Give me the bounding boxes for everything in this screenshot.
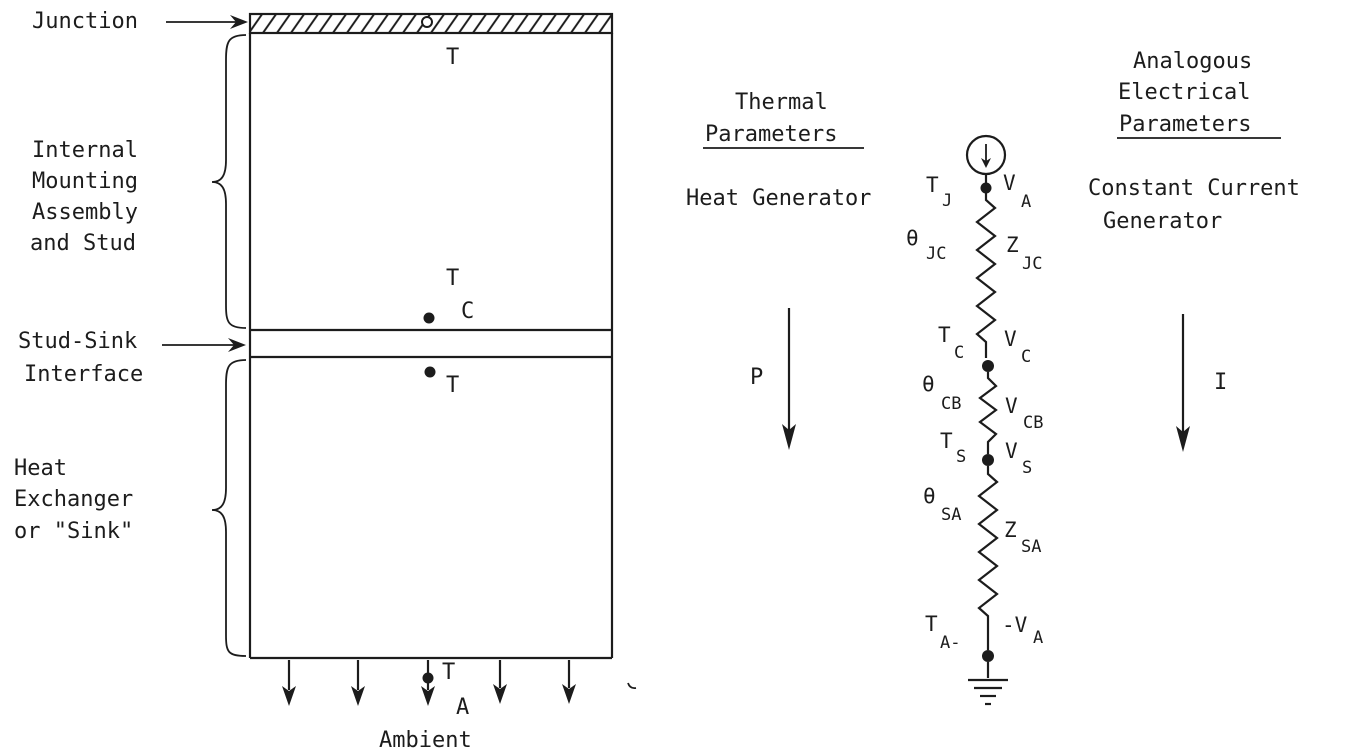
thermal-header-line-1: Thermal [735, 90, 828, 115]
current-flow-arrow: I [1176, 314, 1227, 452]
ts-label: TS [940, 429, 966, 467]
internal-label-line-2: Mounting [32, 169, 138, 194]
electrical-header: Analogous Electrical Parameters [1117, 49, 1281, 139]
heat-generator-label: Heat Generator [686, 186, 871, 211]
resistor-cb [978, 372, 998, 454]
tj-point-label: T [446, 45, 459, 70]
node-ts [982, 454, 994, 466]
ambient-label: Ambient [379, 728, 472, 753]
ts-point-label: T [446, 373, 459, 398]
device-cross-section: T T C T Junction Internal Mounting Assem… [14, 9, 637, 753]
resistor-jc [975, 193, 997, 358]
analog-circuit: TJ VA θJC ZJC TC VC θCB VCB TS VS θSA ZS… [906, 134, 1043, 706]
node-tj [980, 182, 992, 194]
constant-current-label-line-2: Generator [1103, 209, 1222, 234]
junction-label: Junction [32, 9, 138, 34]
ta-point-label: T [442, 660, 455, 685]
electrical-header-line-2: Electrical [1118, 80, 1250, 105]
vs-label: VS [1005, 439, 1032, 478]
va-label: VA [1003, 171, 1031, 212]
current-arrow-label: I [1214, 370, 1227, 395]
tc-point-label: T [446, 266, 459, 291]
neg-va-label: -VA [1002, 613, 1043, 648]
ta-label: TA- [925, 612, 960, 653]
ambient-point [422, 672, 434, 684]
internal-label-line-4: and Stud [30, 231, 136, 256]
theta-jc-label: θJC [906, 226, 946, 264]
theta-sa-label: θSA [923, 484, 961, 525]
ground-icon [968, 678, 1008, 706]
constant-current-label-line-1: Constant Current [1088, 176, 1300, 201]
theta-cb-label: θCB [922, 372, 961, 414]
internal-label-line-3: Assembly [32, 200, 138, 225]
stud-sink-label-line-1: Stud-Sink [18, 329, 137, 354]
junction-point [421, 16, 433, 28]
sink-label-line-2: Exchanger [14, 487, 133, 512]
sink-label-line-1: Heat [14, 456, 67, 481]
node-ta [982, 650, 994, 662]
case-point [423, 312, 435, 324]
stud-sink-label-line-2: Interface [24, 362, 143, 387]
heat-flow-arrows [282, 660, 576, 706]
tc-point-sub: C [461, 299, 474, 324]
ta-point-sub: A [456, 695, 469, 720]
v-cb-label: VCB [1005, 394, 1043, 433]
z-sa-label: ZSA [1004, 518, 1041, 557]
internal-label-line-1: Internal [32, 138, 138, 163]
resistor-sa [977, 466, 999, 650]
node-tc [982, 360, 994, 372]
internal-brace [211, 34, 247, 329]
electrical-header-line-3: Parameters [1119, 112, 1251, 137]
power-arrow-label: P [750, 365, 763, 390]
thermal-header-line-2: Parameters [705, 122, 837, 147]
electrical-header-line-1: Analogous [1133, 49, 1252, 74]
power-flow-arrow: P [750, 308, 796, 450]
tj-label: TJ [926, 173, 952, 211]
vc-label: VC [1004, 327, 1031, 367]
z-jc-label: ZJC [1006, 233, 1042, 274]
sink-brace [211, 359, 247, 657]
thermal-header: Thermal Parameters [703, 90, 864, 149]
sink-label-line-3: or "Sink" [14, 519, 133, 544]
sink-point [424, 366, 436, 378]
tc-label: TC [938, 323, 964, 363]
